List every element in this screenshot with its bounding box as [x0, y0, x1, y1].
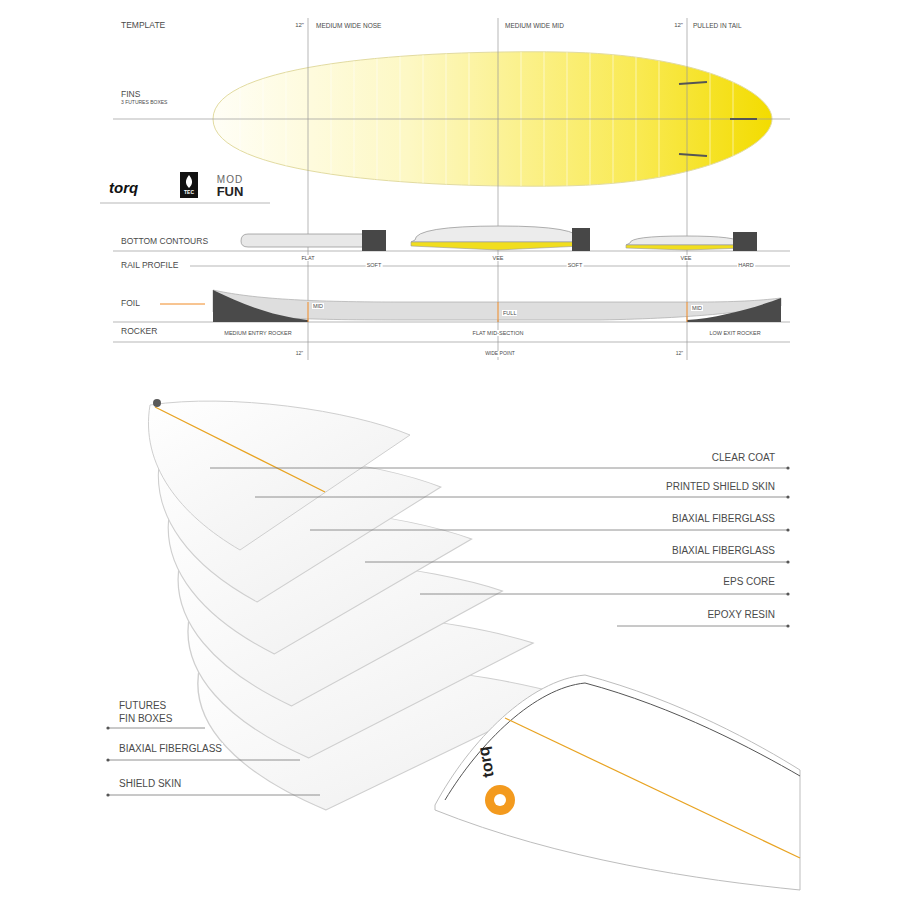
part-label: TEC [183, 190, 195, 196]
part-label: VEE [679, 255, 692, 261]
foil-profile [160, 290, 781, 322]
fin-marks [679, 82, 757, 156]
stringer-line [155, 407, 325, 492]
part-label: MEDIUM WIDE NOSE [315, 22, 382, 29]
part-label: FUN [216, 185, 245, 199]
part-label: BOTTOM CONTOURS [120, 237, 209, 246]
part-label: EPS CORE [722, 576, 776, 587]
part-label: MID [691, 305, 703, 311]
part-label: FLAT MID-SECTION [472, 330, 525, 336]
template-outline [213, 40, 772, 200]
part-label: VEE [491, 255, 504, 261]
leader-dots [106, 466, 789, 796]
leader-lines [108, 468, 788, 795]
part-label: HARD [737, 262, 755, 268]
part-label: MEDIUM WIDE MID [504, 22, 565, 29]
part-label: SHIELD SKIN [118, 778, 182, 789]
part-label: 12" [294, 22, 305, 29]
part-label: LOW EXIT ROCKER [708, 330, 761, 336]
tec-icon [180, 172, 198, 198]
part-label: TEMPLATE [120, 21, 166, 30]
part-label: EPOXY RESIN [706, 609, 776, 620]
part-label: PRINTED SHIELD SKIN [665, 481, 776, 492]
bottom-contours [241, 226, 757, 251]
part-label: 12" [673, 22, 684, 29]
part-label: SOFT [567, 262, 584, 268]
part-label: FLAT [300, 255, 315, 261]
part-label: RAIL PROFILE [120, 261, 179, 270]
part-label: MID [312, 303, 324, 309]
part-label: FULL [502, 310, 517, 316]
part-label: BIAXIAL FIBERGLASS [671, 545, 776, 556]
part-label: torq [108, 180, 139, 197]
deck-piece [435, 675, 800, 890]
part-label: BIAXIAL FIBERGLASS [118, 743, 223, 754]
part-label: MOD [216, 174, 244, 185]
part-label: 12" [675, 351, 684, 357]
part-label: FOIL [120, 299, 141, 308]
part-label: FINS [120, 90, 141, 99]
part-label: torq [474, 744, 497, 780]
part-label: SOFT [366, 262, 383, 268]
part-label: ROCKER [120, 327, 158, 336]
part-label: CLEAR COAT [711, 452, 776, 463]
leash-plug [153, 399, 161, 407]
part-label: 3 FUTURES BOXES [120, 100, 168, 106]
guide-lines [100, 18, 790, 360]
part-label: 12" [295, 351, 304, 357]
part-label: PULLED IN TAIL [692, 22, 743, 29]
part-label: WIDE POINT [484, 351, 516, 357]
part-label: MEDIUM ENTRY ROCKER [223, 330, 292, 336]
part-label: FUTURES FIN BOXES [118, 699, 180, 725]
part-label: BIAXIAL FIBERGLASS [671, 513, 776, 524]
